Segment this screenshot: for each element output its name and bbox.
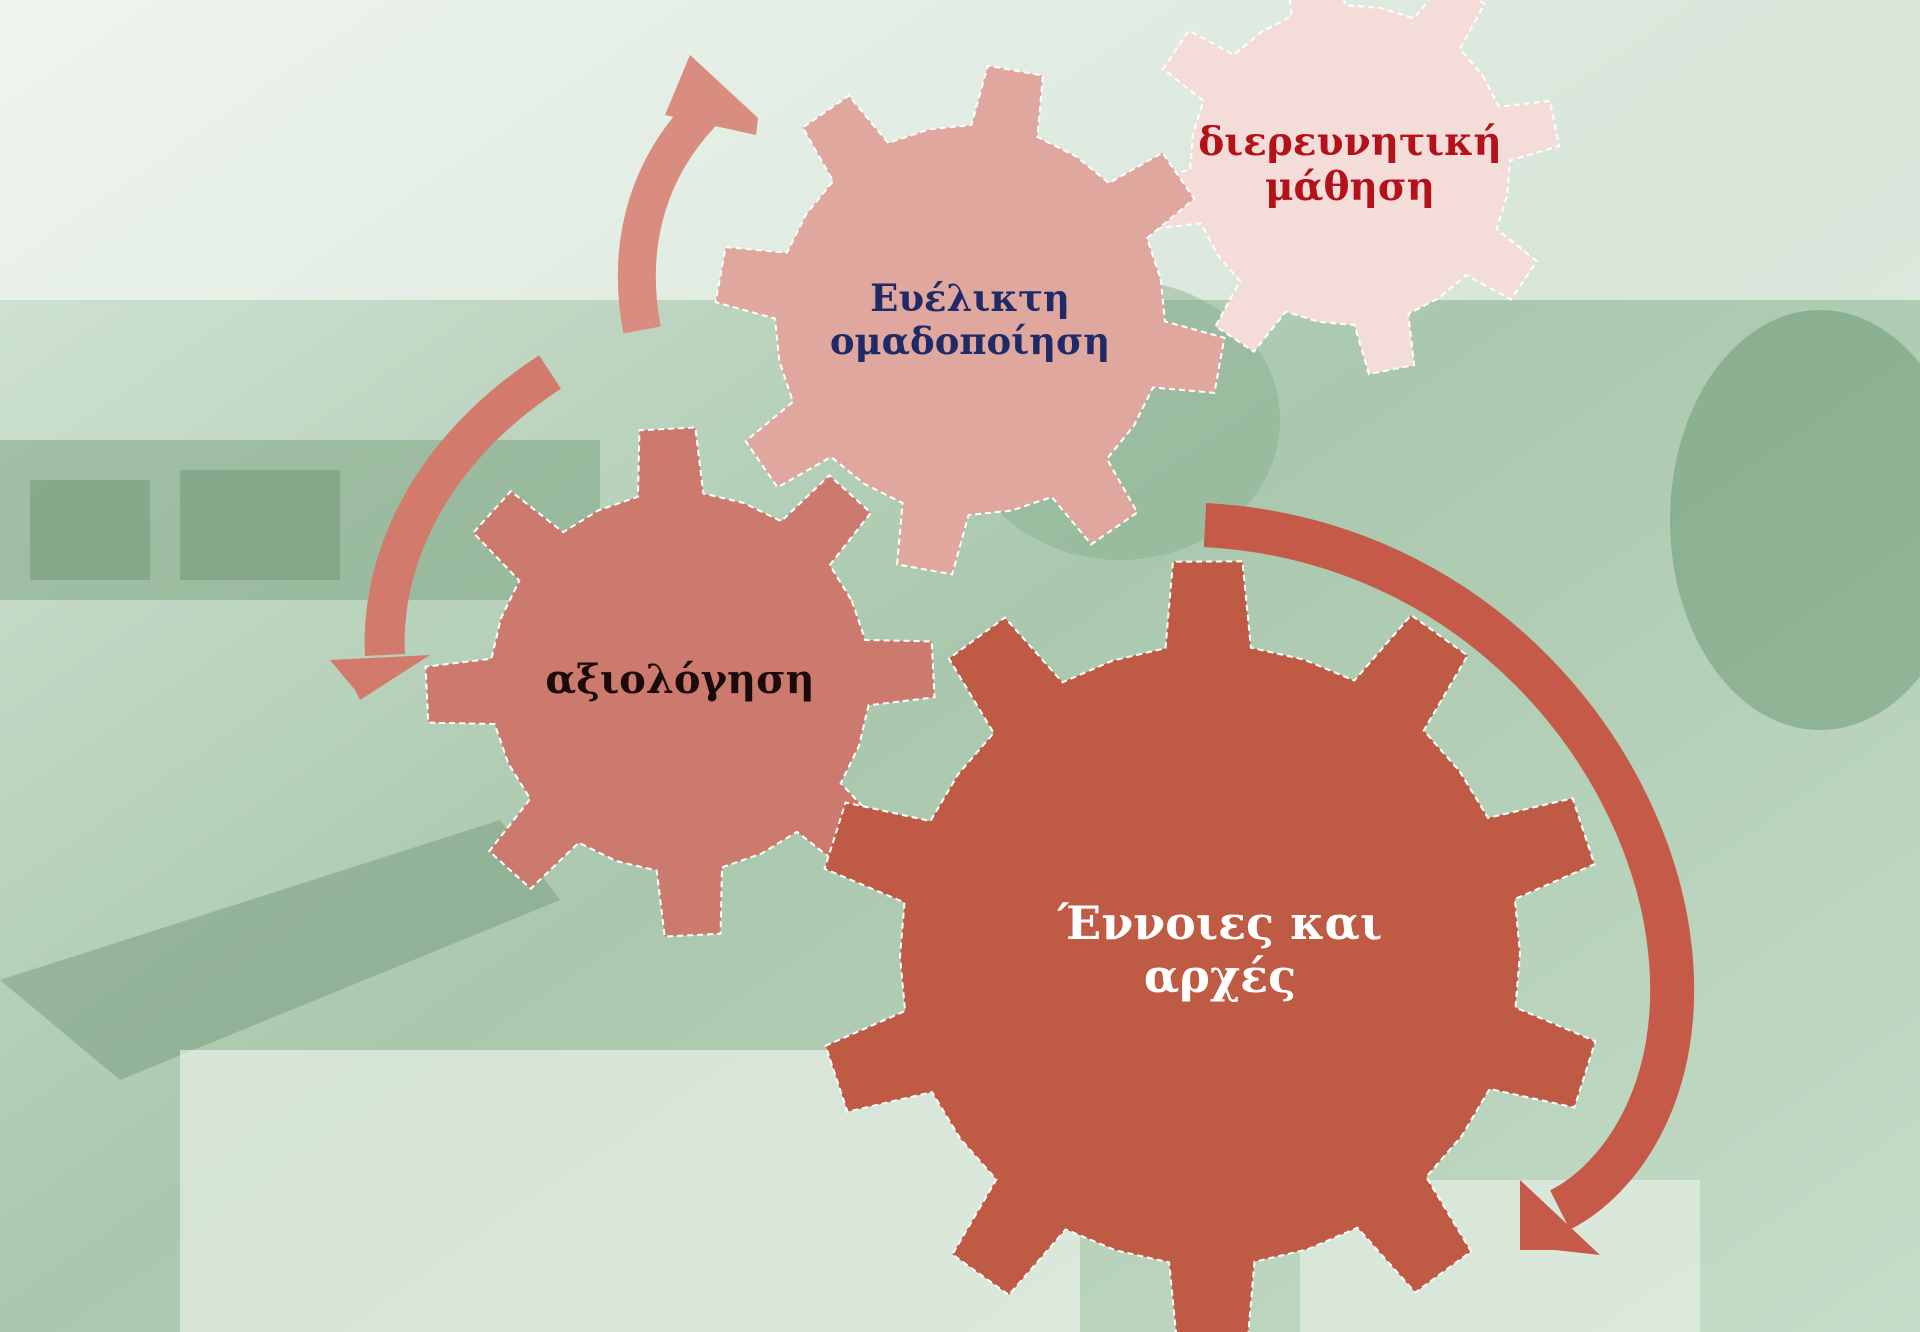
gear-inquiry-text-line1: διερευνητική xyxy=(1198,119,1502,166)
gear-label-concepts: Έννοιες και αρχές xyxy=(1000,880,1440,1020)
gear-evaluation xyxy=(424,426,936,938)
arrow-down-right-concepts-head xyxy=(1520,1180,1600,1255)
arrow-down-to-evaluation-head xyxy=(330,655,430,700)
gear-inquiry-text-line2: μάθηση xyxy=(1264,164,1436,210)
arrow-down-to-evaluation xyxy=(364,355,561,657)
gear-evaluation-text: αξιολόγηση xyxy=(545,656,815,703)
gear-concepts-text-line1: Έννοιες και xyxy=(1057,896,1383,951)
arrow-up-to-grouping xyxy=(617,86,729,334)
gear-grouping-text-line2: ομαδοποίηση xyxy=(829,319,1111,363)
gear-grouping-text-line1: Ευέλικτη xyxy=(870,276,1070,321)
gear-label-inquiry: διερευνητική μάθηση xyxy=(1180,110,1520,220)
arrow-up-to-grouping-head xyxy=(665,55,758,135)
gear-label-evaluation: αξιολόγηση xyxy=(480,640,880,720)
arrow-down-right-concepts xyxy=(1203,503,1695,1230)
gear-concepts xyxy=(823,560,1597,1332)
gear-concepts-text-line2: αρχές xyxy=(1143,949,1297,1003)
gear-inquiry xyxy=(1139,0,1561,376)
gear-grouping xyxy=(714,64,1226,576)
gear-label-grouping: Ευέλικτη ομαδοποίηση xyxy=(800,265,1140,375)
